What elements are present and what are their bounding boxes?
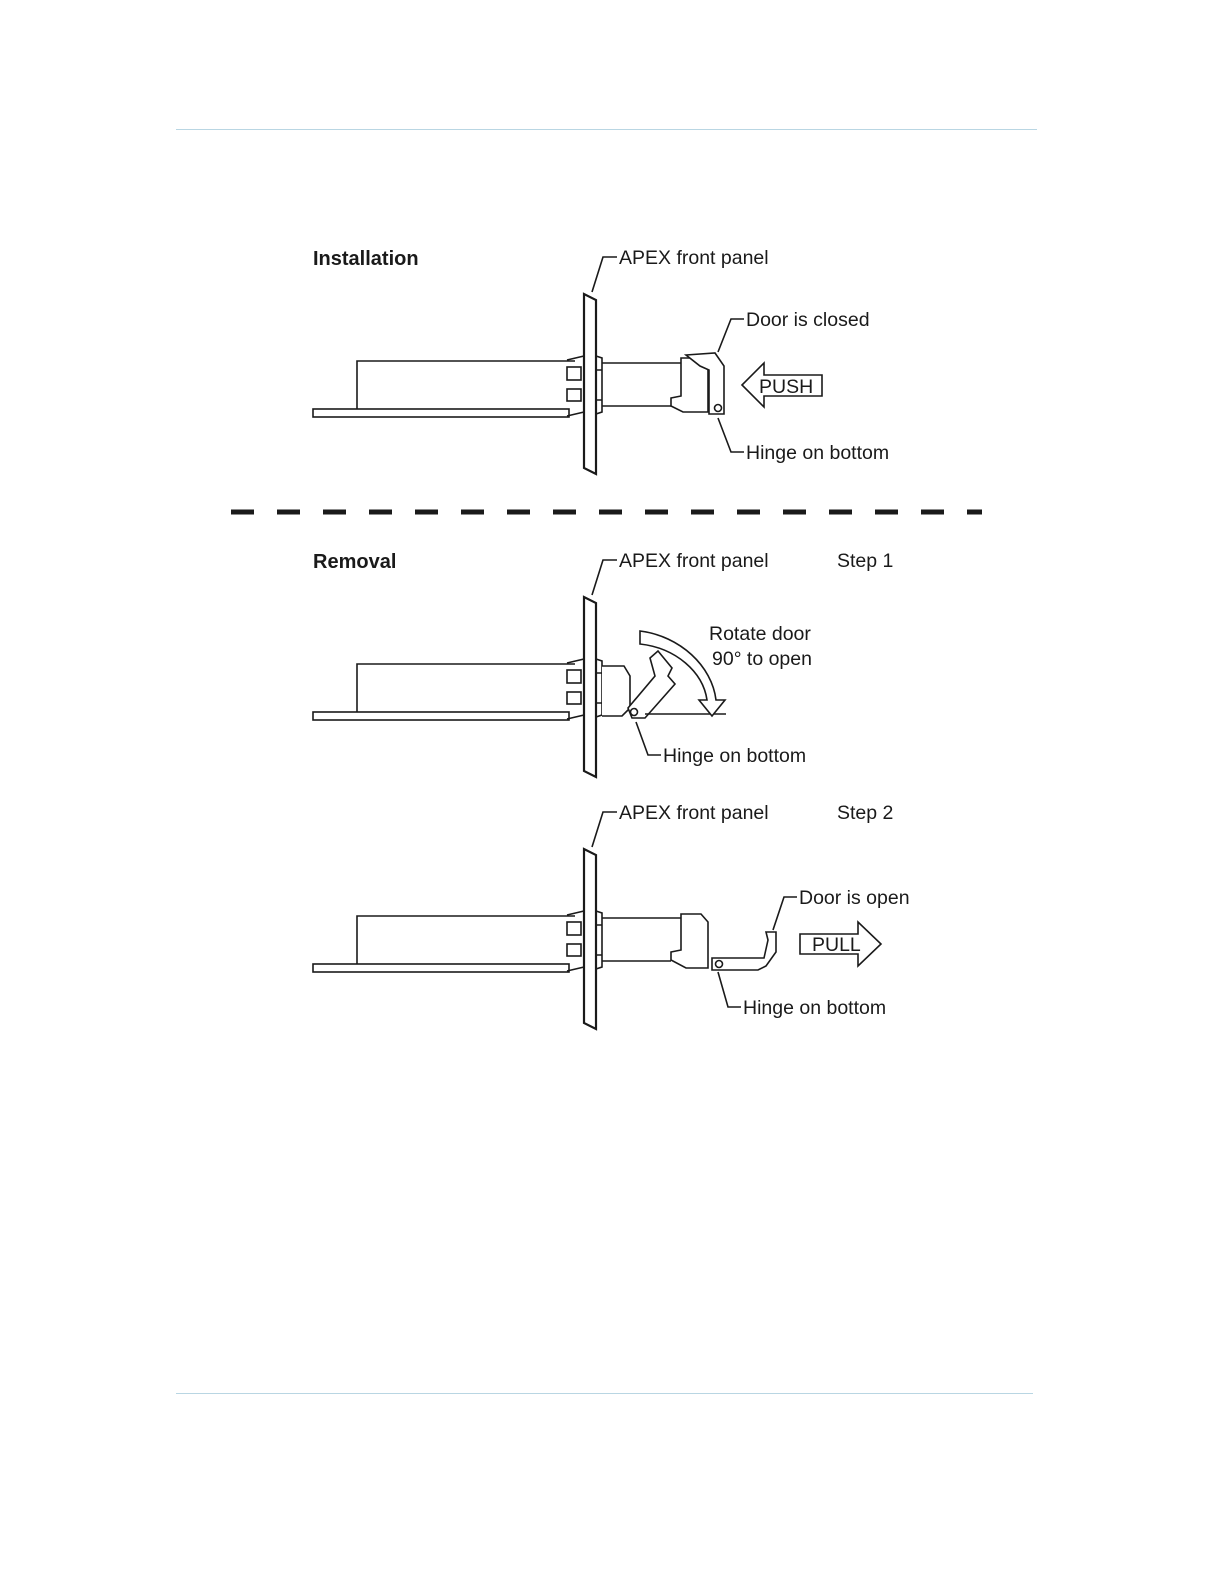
bezel-clip (567, 911, 584, 971)
board-assembly (313, 356, 584, 417)
barrel-body (602, 918, 681, 961)
installation-heading: Installation (313, 248, 419, 270)
door-leader-line (773, 897, 797, 930)
step2-label: Step 2 (837, 802, 893, 824)
front-panel-plate (584, 849, 596, 1029)
hinge-leader-line (718, 972, 741, 1007)
push-label: PUSH (759, 376, 813, 398)
panel-leader-line (592, 257, 617, 292)
front-panel (584, 597, 602, 777)
barrel-stub (602, 666, 630, 716)
door-open (712, 932, 776, 970)
front-panel (584, 294, 602, 474)
front-panel-plate (584, 597, 596, 777)
connector-pin (567, 692, 581, 704)
connector-pin (567, 944, 581, 956)
sfp-barrel (602, 358, 708, 412)
front-panel-plate (584, 294, 596, 474)
front-panel (584, 849, 602, 1029)
removal-heading: Removal (313, 551, 396, 573)
removal-step1-section: Removal APEX front panel Step 1 Rotate d… (313, 550, 893, 777)
pull-arrow: PULL (800, 922, 881, 966)
panel-leader-line (592, 812, 617, 847)
installation-panel-label: APEX front panel (619, 247, 769, 269)
step2-panel-label: APEX front panel (619, 802, 769, 824)
bezel-clip (567, 356, 584, 416)
board-assembly (313, 911, 584, 972)
connector-pin (567, 367, 581, 380)
circuit-board (313, 712, 569, 720)
circuit-board (313, 964, 569, 972)
hinge-pin (715, 405, 722, 412)
connector-pin (567, 670, 581, 683)
rotate-label-line2: 90° to open (712, 648, 812, 670)
step2-hinge-label: Hinge on bottom (743, 997, 886, 1019)
barrel-body (602, 363, 681, 406)
sfp-barrel (602, 914, 708, 968)
step1-panel-label: APEX front panel (619, 550, 769, 572)
installation-section: Installation APEX front panel Door is cl… (313, 247, 889, 474)
panel-leader-line (592, 560, 617, 595)
board-assembly (313, 659, 584, 720)
push-arrow: PUSH (742, 363, 822, 407)
bezel-clip (567, 659, 584, 719)
rotate-label-line1: Rotate door (709, 623, 811, 645)
circuit-board (313, 409, 569, 417)
module-outline (357, 361, 575, 410)
installation-door-label: Door is closed (746, 309, 870, 331)
step1-label: Step 1 (837, 550, 893, 572)
barrel-latch (671, 914, 708, 968)
hinge-leader-line (636, 722, 661, 755)
removal-step2-section: APEX front panel Step 2 Door is open Hin… (313, 802, 910, 1029)
hinge-pin (716, 961, 723, 968)
step1-hinge-label: Hinge on bottom (663, 745, 806, 767)
module-outline (357, 664, 575, 713)
pull-label: PULL (812, 934, 861, 956)
hinge-pin (631, 709, 638, 716)
connector-pin (567, 389, 581, 401)
module-outline (357, 916, 575, 965)
installation-hinge-label: Hinge on bottom (746, 442, 889, 464)
step2-door-label: Door is open (799, 887, 910, 909)
door-leader-line (718, 319, 744, 352)
hinge-leader-line (718, 418, 744, 452)
connector-pin (567, 922, 581, 935)
